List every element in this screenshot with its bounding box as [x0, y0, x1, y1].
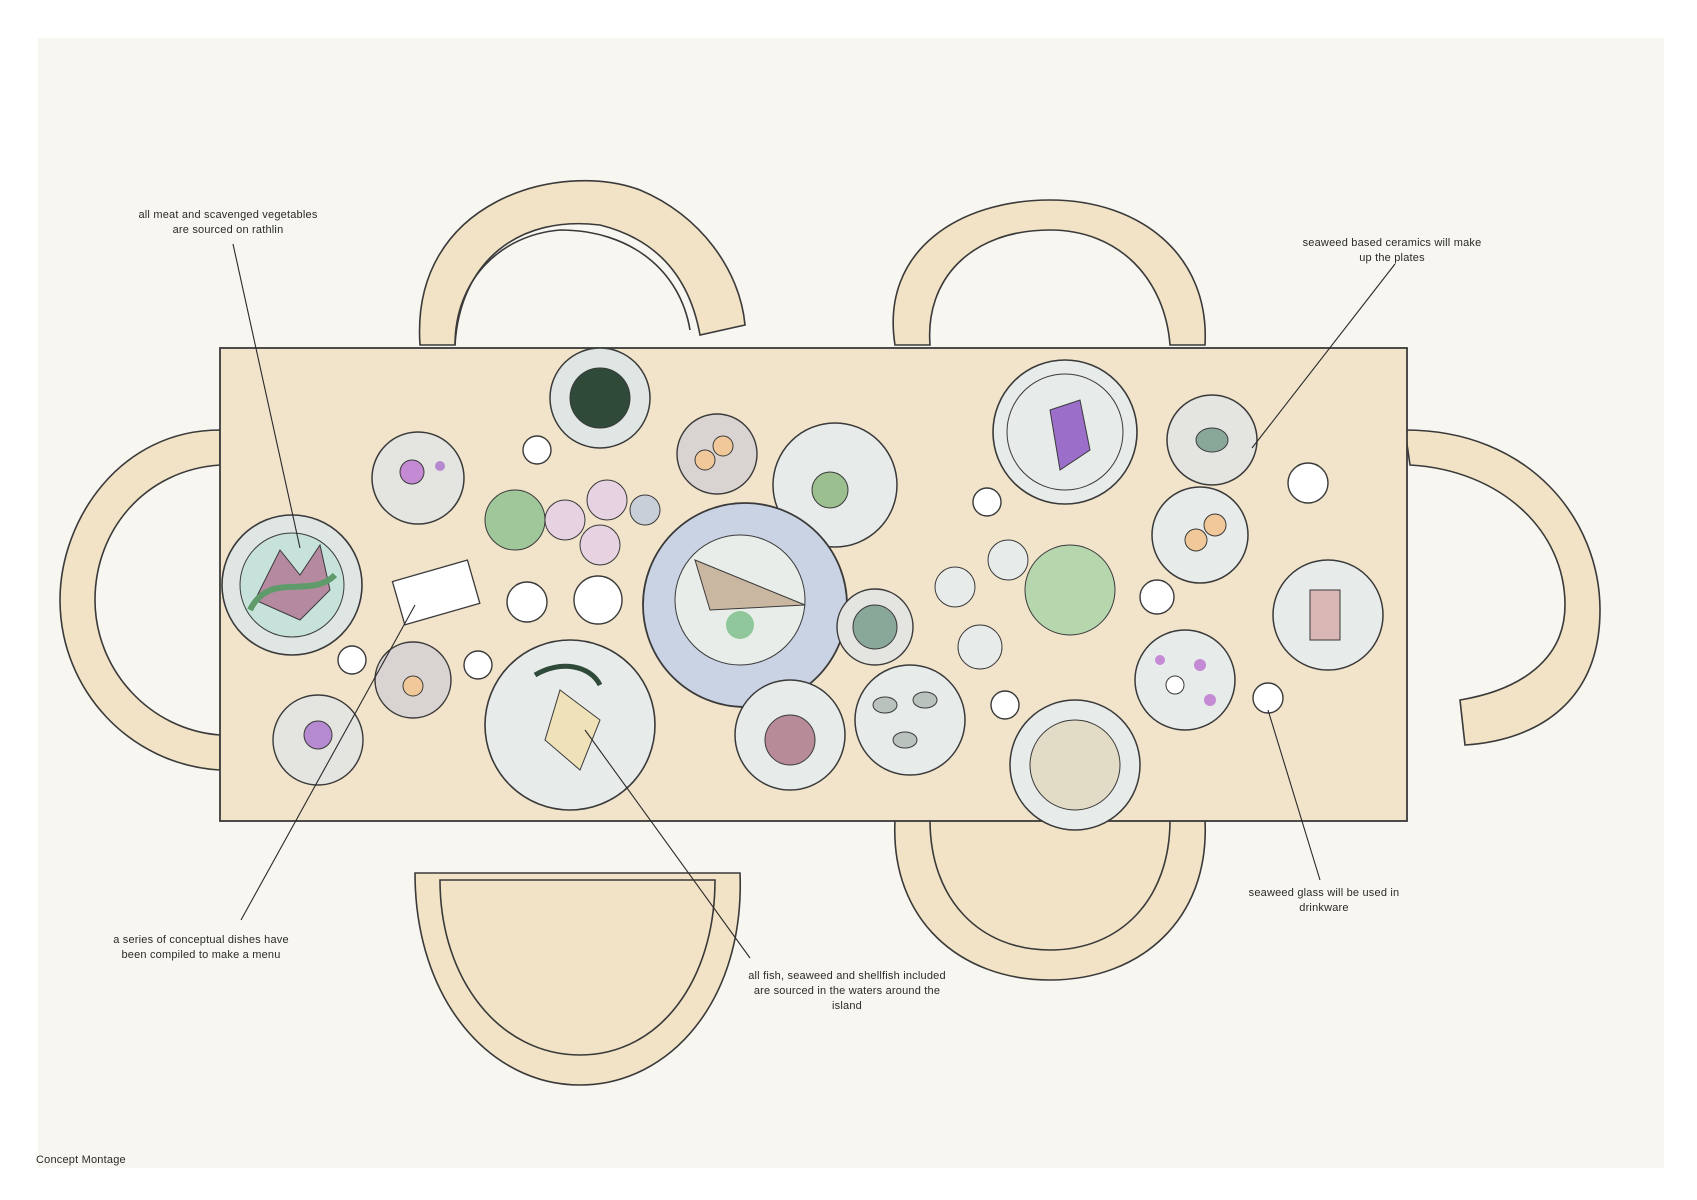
plate-flower-dish — [371, 431, 465, 525]
plate-grilled-seafood — [484, 639, 656, 811]
plate-fish-fillet — [642, 502, 848, 708]
plate-flowers-right — [1134, 629, 1236, 731]
greens-heap-right — [1024, 544, 1116, 636]
glass-5 — [990, 690, 1020, 720]
chair-bottom-right — [894, 819, 1206, 981]
chair-bottom-left — [414, 872, 741, 1086]
annotation-seaweed-glass: seaweed glass will be used in drinkware — [1248, 887, 1400, 914]
glass-6 — [1252, 682, 1284, 714]
plate-seaweed-bowl — [549, 347, 651, 449]
chair-top-left — [418, 179, 746, 346]
glass-10 — [573, 575, 623, 625]
chair-right-end — [1404, 429, 1601, 746]
small-bowl-pink-2 — [586, 479, 628, 521]
small-bowl-pink-3 — [579, 524, 621, 566]
plate-oysters — [854, 664, 966, 776]
plate-mussels — [1009, 699, 1141, 831]
small-bowl-6 — [987, 539, 1029, 581]
annotation-seaweed-ceramics: seaweed based ceramics will make up the … — [1302, 237, 1482, 264]
plate-peach-trio — [1151, 486, 1249, 584]
glass-3 — [463, 650, 493, 680]
glass-7 — [1139, 579, 1175, 615]
plate-purple-fish-small — [272, 694, 364, 786]
annotation-fish-sourcing: all fish, seaweed and shellfish included… — [748, 970, 946, 1012]
figure-caption: Concept Montage — [36, 1154, 126, 1166]
annotation-meat-sourcing: all meat and scavenged vegetables are so… — [138, 209, 318, 236]
plate-meat-right — [1272, 559, 1384, 671]
glass-1 — [522, 435, 552, 465]
plate-green-pate — [836, 588, 914, 666]
annotation-conceptual-menu: a series of conceptual dishes have been … — [113, 934, 289, 961]
plate-meat-salad — [221, 514, 363, 656]
plate-oyster-green — [772, 422, 898, 548]
glass-8 — [1287, 462, 1329, 504]
chair-top-right — [892, 199, 1206, 346]
plate-purple-seaweed — [992, 359, 1138, 505]
leader-lines — [232, 243, 1396, 959]
greens-heap-left — [484, 489, 546, 551]
glass-9 — [506, 581, 548, 623]
small-bowl-4 — [629, 494, 661, 526]
plate-peach-dumplings — [676, 413, 758, 495]
small-bowl-7 — [957, 624, 1003, 670]
small-bowl-5 — [934, 566, 976, 608]
plate-beetroot — [734, 679, 846, 791]
plate-peach-left — [374, 641, 452, 719]
small-bowl-pink-1 — [544, 499, 586, 541]
plate-oyster-small — [1166, 394, 1258, 486]
menu-card — [391, 559, 481, 626]
glass-4 — [972, 487, 1002, 517]
glass-2 — [337, 645, 367, 675]
